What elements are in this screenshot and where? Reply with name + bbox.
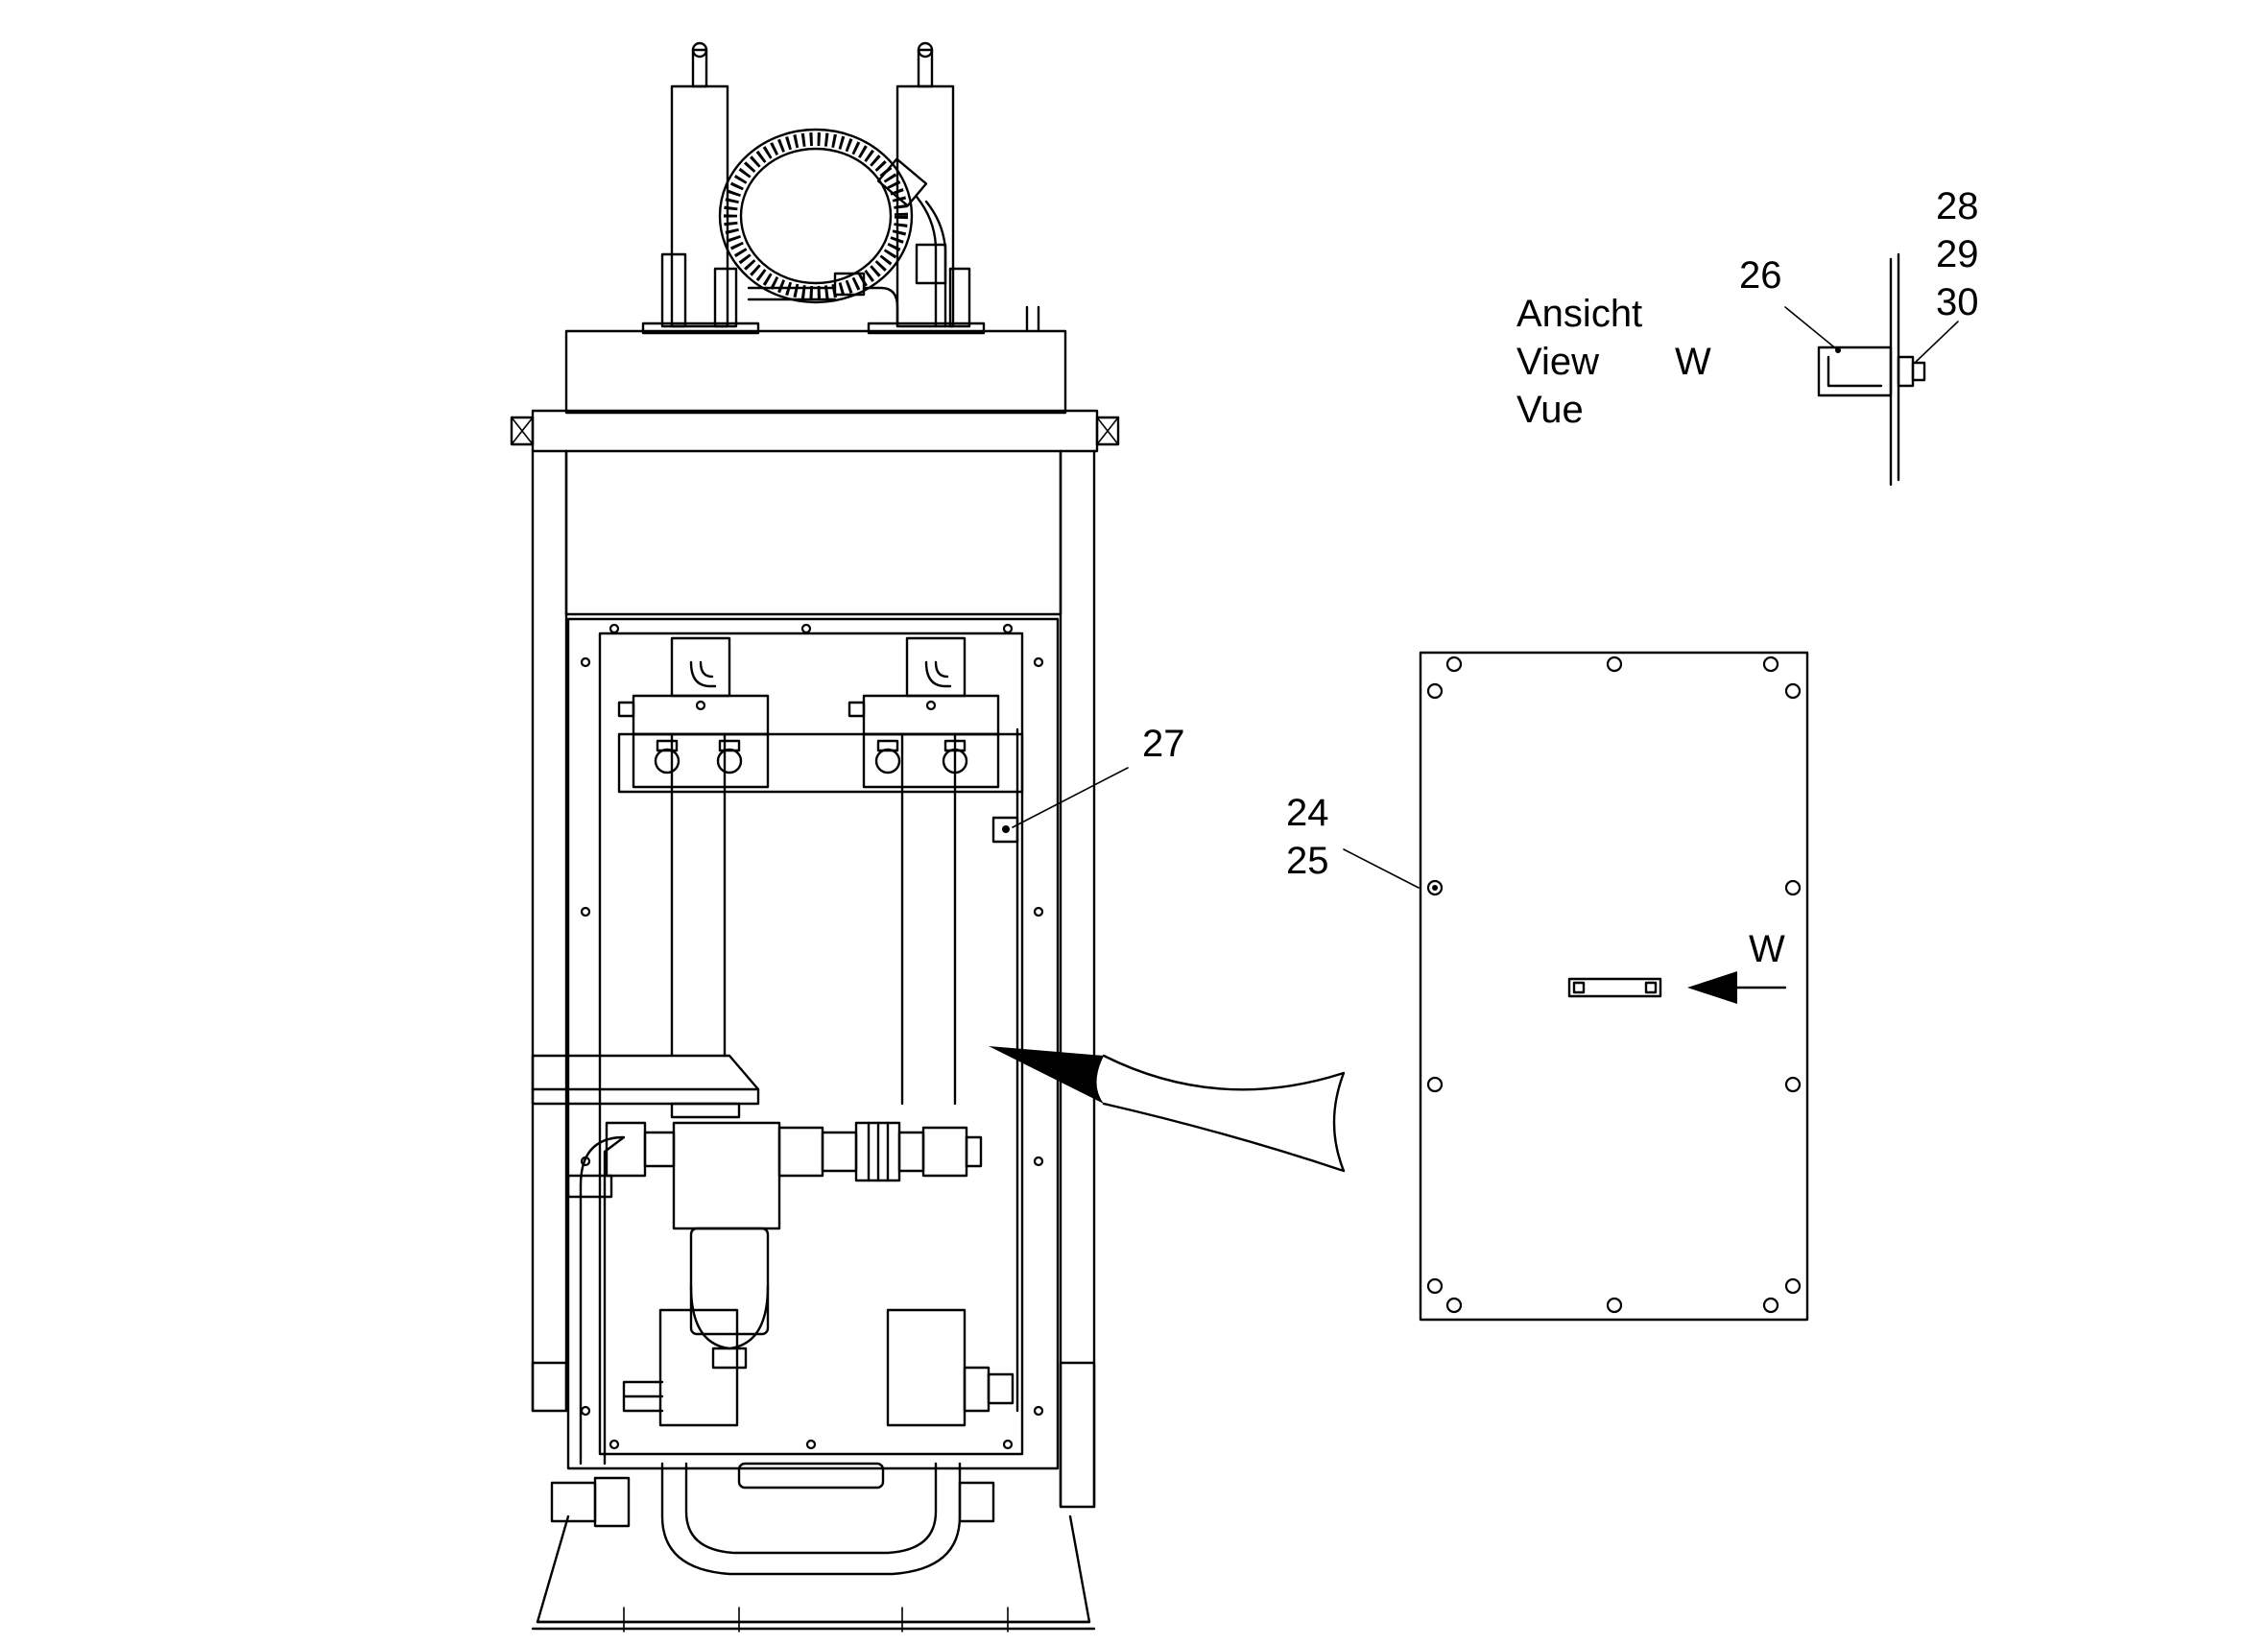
arrow-letter-w: W	[1749, 928, 1785, 970]
coiled-hose	[718, 128, 947, 328]
callout-28: 28	[1936, 185, 1979, 227]
valve-block-right	[848, 636, 1000, 1106]
top-cover-plate	[564, 329, 1067, 415]
view-caption-letter: W	[1675, 341, 1711, 383]
right-cylinder	[895, 41, 971, 328]
callout-24: 24	[1286, 792, 1329, 834]
frame-posts	[531, 449, 1096, 1509]
callout-29: 29	[1936, 233, 1979, 275]
view-direction-arrow	[989, 1046, 1346, 1173]
leader-lines	[1012, 306, 1959, 891]
lower-blocks	[622, 1308, 1015, 1427]
valve-block-left	[617, 636, 770, 1058]
callout-30: 30	[1936, 281, 1979, 323]
side-view-w-detail	[1817, 252, 1926, 487]
main-unit-drawing	[510, 41, 1120, 1633]
callout-25: 25	[1286, 840, 1329, 882]
view-caption-vue: Vue	[1516, 389, 1584, 431]
cross-beam	[510, 409, 1120, 453]
valve-mounting-bar	[617, 732, 1024, 794]
callout-27: 27	[1142, 723, 1185, 765]
callout-26: 26	[1739, 254, 1782, 297]
view-caption-view: View	[1516, 341, 1599, 383]
inner-panel	[566, 617, 1060, 1470]
base-assembly	[531, 1462, 1096, 1633]
filter-and-piping	[566, 1121, 983, 1466]
labels: 27 24 25 26 28 29 30 Ansicht View Vue W …	[1142, 185, 1979, 970]
panel-handle	[1567, 977, 1662, 998]
view-caption-ansicht: Ansicht	[1516, 293, 1642, 335]
shelf-bracket	[531, 1054, 760, 1119]
cover-panel-detail	[1419, 651, 1809, 1322]
